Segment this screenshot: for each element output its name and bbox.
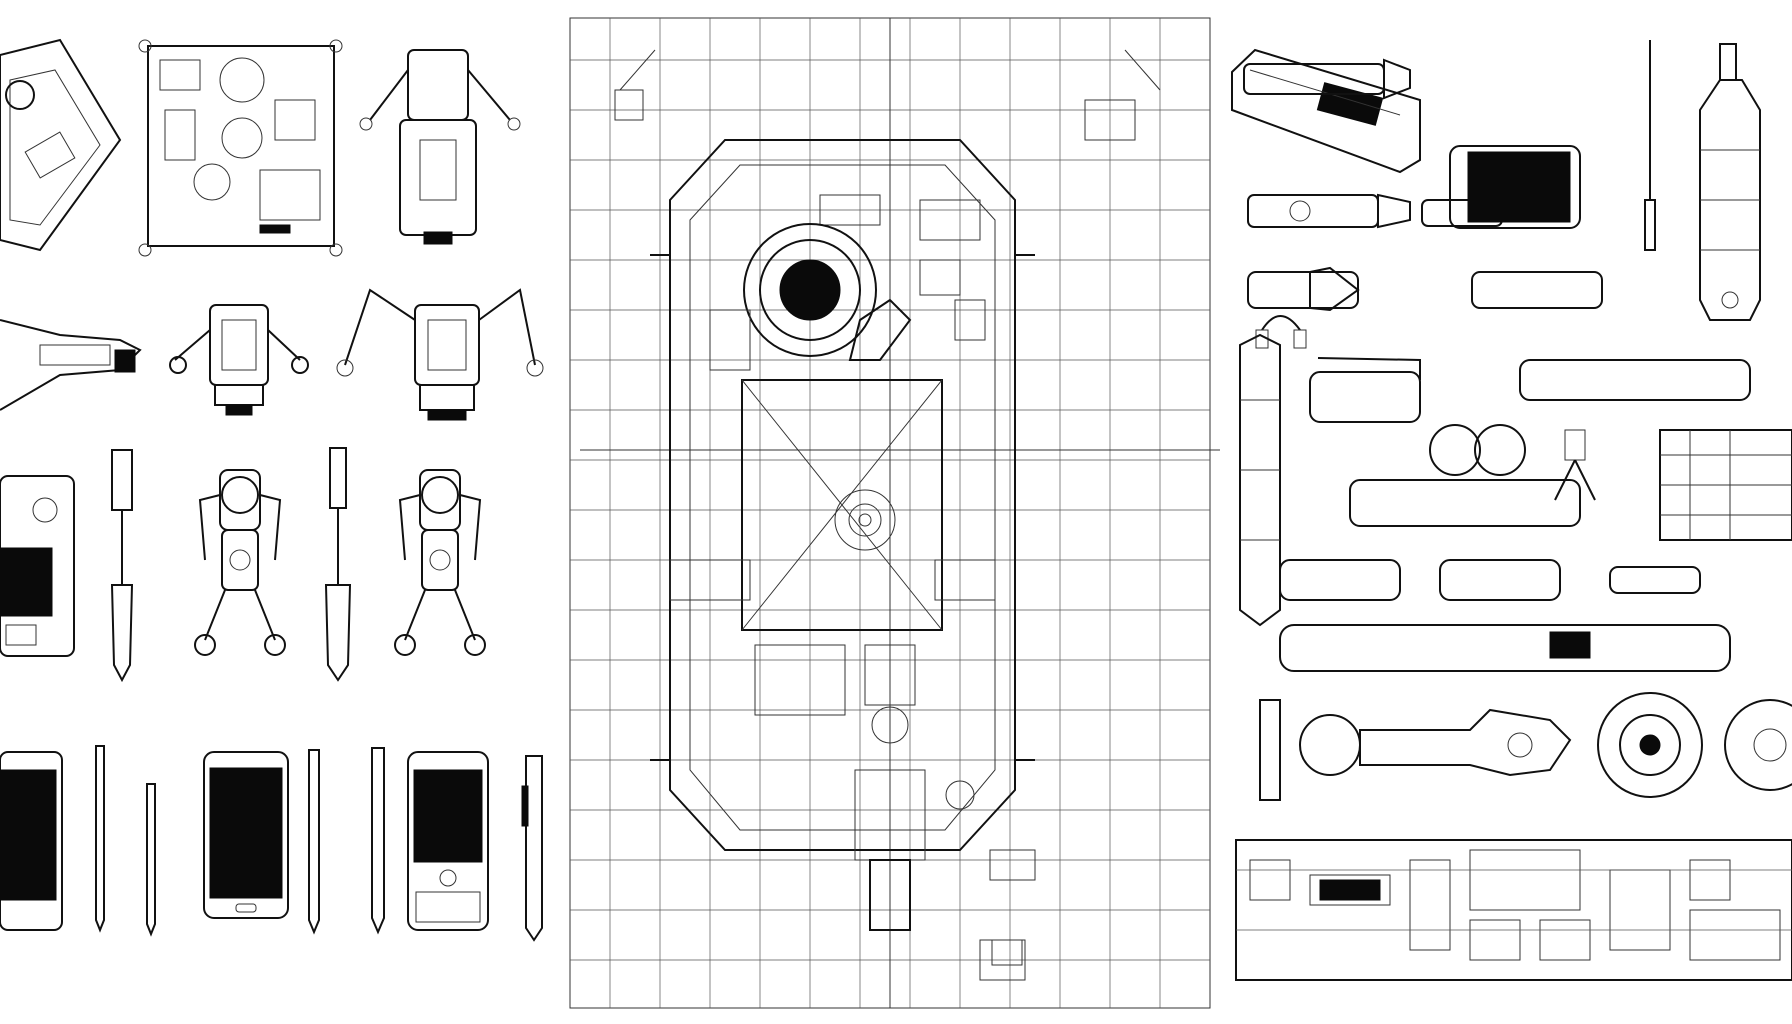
flashlight-icon [1247, 193, 1411, 229]
canister-icon [1699, 43, 1761, 321]
connector-icon [1255, 315, 1307, 349]
lens-disc-icon [1597, 692, 1792, 798]
probe-tool-icon [110, 449, 134, 683]
pen-icon [521, 755, 543, 942]
mechanical-arm-icon [1259, 699, 1572, 801]
feature-phone-icon [407, 751, 489, 931]
circuit-board-icon [669, 309, 996, 601]
exploded-phone-device [650, 139, 1035, 931]
blueprint-panel [569, 17, 1220, 1009]
right-gadget-panel [1231, 40, 1792, 981]
crawler-drone-icon [0, 319, 142, 411]
torch-icon [1247, 266, 1603, 312]
rover-drone-icon [169, 304, 309, 416]
tripod-icon [1554, 429, 1596, 501]
stylus-icon [95, 745, 156, 937]
rugged-camera-icon [0, 38, 122, 252]
humanoid-robot-icon [394, 469, 486, 656]
humanoid-robot-icon [194, 469, 286, 656]
smartphone-icon [203, 751, 289, 919]
blueprint-grid [569, 17, 1220, 1009]
screen-device-icon [0, 475, 75, 657]
tube-tool-icon [1239, 333, 1751, 672]
probe-tool-icon [324, 447, 352, 682]
stylus-icon [308, 747, 385, 935]
circuit-strip-icon [1235, 839, 1792, 981]
smartphone-icon [1449, 145, 1581, 229]
walker-robot-icon [359, 49, 521, 245]
left-gadget-panel [0, 38, 544, 942]
rugged-phone-icon [1231, 48, 1421, 174]
smartphone-icon [0, 751, 63, 931]
antenna-icon [1644, 40, 1656, 251]
circuit-board-icon [1659, 429, 1792, 541]
camera-lens-icon [743, 223, 912, 361]
circuit-board-icon [138, 39, 343, 257]
legged-drone-icon [336, 288, 544, 421]
